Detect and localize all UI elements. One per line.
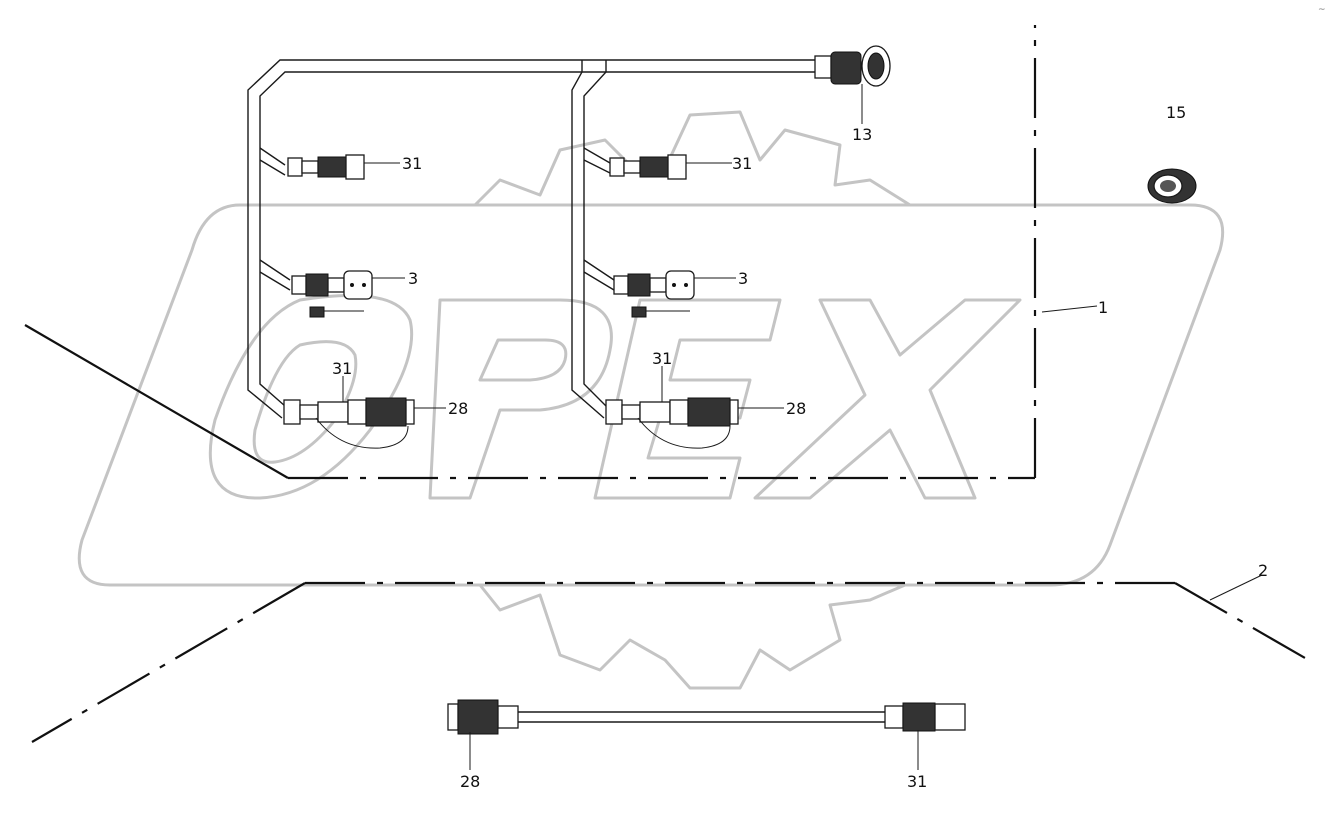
connector-3-right <box>613 270 695 300</box>
callout-1: 1 <box>1098 298 1108 317</box>
watermark-letter-x <box>753 298 1022 500</box>
callout-31-left-top: 31 <box>402 154 422 173</box>
frame-line-lower-left-diagonal <box>31 582 306 743</box>
callout-31-right-top: 31 <box>732 154 752 173</box>
callout-15: 15 <box>1166 103 1186 122</box>
watermark-letter-e <box>593 298 782 500</box>
connector-31-28-right <box>605 397 739 449</box>
machine-frame-lines <box>24 25 1306 743</box>
harness-right-branch-2 <box>583 259 615 291</box>
sensor-probe-left <box>309 306 364 318</box>
connector-13 <box>814 45 891 87</box>
watermark-letter-o <box>208 294 414 500</box>
callout-labels: 13 15 31 31 3 3 1 31 31 28 28 2 28 31 <box>332 103 1268 791</box>
callout-3-right: 3 <box>738 269 748 288</box>
callout-2: 2 <box>1258 561 1268 580</box>
leader-lines <box>342 84 1263 770</box>
connector-31-left-top <box>287 154 365 180</box>
callout-31-left-mid: 31 <box>332 359 352 378</box>
connector-31-28-left <box>283 397 415 449</box>
watermark-band <box>77 203 1225 587</box>
sensor-probe-right <box>631 306 690 318</box>
frame-line-left-diagonal <box>24 324 289 479</box>
callout-31-right-mid: 31 <box>652 349 672 368</box>
connector-3-left <box>291 270 373 300</box>
callout-28-left: 28 <box>448 399 468 418</box>
harness-right-branch-1 <box>583 147 611 174</box>
part-15-cap <box>1147 168 1197 204</box>
harness-top-trunk <box>247 59 815 419</box>
adapter-cable <box>447 699 966 735</box>
harness-left-branch-2 <box>259 259 291 291</box>
connector-31-right-top <box>609 154 687 180</box>
harness-right-trunk <box>571 60 607 419</box>
harness-left-branch-1 <box>259 147 286 176</box>
callout-31-bottom: 31 <box>907 772 927 791</box>
callout-28-right: 28 <box>786 399 806 418</box>
watermark-gear-outline <box>473 110 911 690</box>
callout-3-left: 3 <box>408 269 418 288</box>
corner-mark: ~ <box>1318 5 1326 15</box>
watermark-letter-p <box>428 298 613 500</box>
watermark-letters <box>208 294 1022 500</box>
frame-line-lower-right-diagonal <box>1174 582 1306 659</box>
watermark-logo <box>77 110 1225 690</box>
main-harness <box>247 45 891 449</box>
callout-28-bottom: 28 <box>460 772 480 791</box>
callout-13: 13 <box>852 125 872 144</box>
